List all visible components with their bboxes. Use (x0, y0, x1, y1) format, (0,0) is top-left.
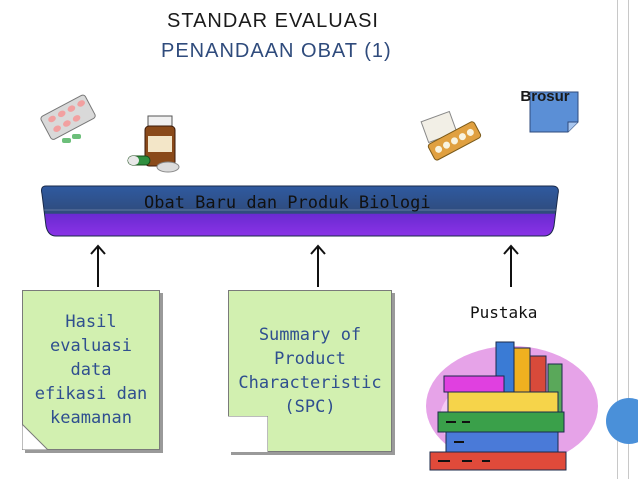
pustaka-label: Pustaka (470, 303, 538, 322)
arrow-up-center (310, 244, 326, 287)
edge-line (617, 0, 618, 479)
arrow-up-right (503, 244, 519, 287)
page-title: STANDAR EVALUASI (167, 10, 379, 32)
edge-line (628, 0, 629, 479)
pill-blister-icon (40, 94, 96, 143)
banner-ribbon (41, 185, 559, 237)
medicine-bottle-icon (127, 115, 180, 173)
brochure-icon (529, 91, 579, 133)
note-hasil-evaluasi-text: Hasil evaluasi data efikasi dan keamanan (34, 312, 148, 428)
page-subtitle: PENANDAAN OBAT (1) (161, 40, 392, 62)
note-spc: Summary of Product Characteristic (SPC) (228, 290, 392, 452)
book-stack-icon (426, 341, 598, 471)
arrow-up-left (90, 244, 106, 287)
brosur-label: Brosur (520, 88, 570, 105)
note-spc-text: Summary of Product Characteristic (SPC) (238, 325, 382, 417)
banner-label: Obat Baru dan Produk Biologi (144, 193, 431, 213)
pill-pack-icon (420, 110, 482, 161)
note-fold (22, 424, 48, 450)
note-hasil-evaluasi: Hasil evaluasi data efikasi dan keamanan (22, 290, 160, 450)
note-fold (228, 416, 268, 452)
corner-circle (606, 398, 638, 444)
